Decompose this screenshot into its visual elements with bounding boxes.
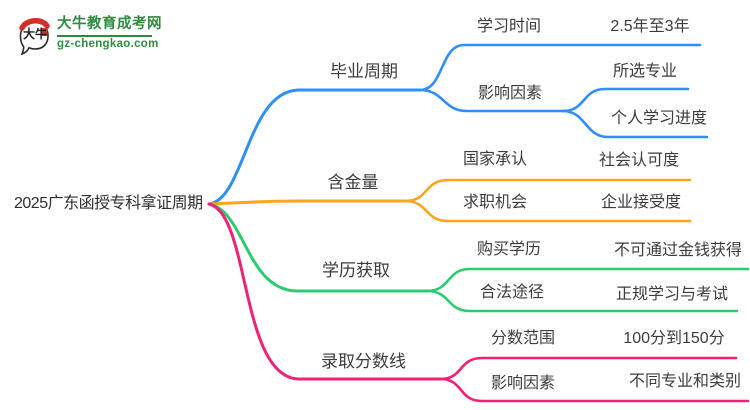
site-url: gz-chengkao.com: [57, 38, 159, 50]
site-name: 大牛教育成考网: [57, 16, 162, 32]
leaf-not-purchasable: 不可通过金钱获得: [613, 242, 742, 259]
branch-value: 含金量: [327, 173, 379, 192]
connector-state-recognition: [403, 178, 692, 203]
connector-influence-factors: [418, 88, 565, 113]
connector-value-trunk: [207, 199, 407, 206]
node-state-recognition: 国家承认: [462, 151, 527, 168]
branch-degree-acquisition: 学历获取: [322, 261, 390, 280]
leaf-social-recognition: 社会认可度: [598, 152, 679, 169]
connector-score-range: [438, 356, 738, 381]
connector-score-trunk: [207, 202, 442, 381]
node-score-range: 分数范围: [490, 330, 555, 347]
leaf-study-duration: 2.5年至3年: [610, 18, 690, 35]
leaf-major-category: 不同专业和类别: [628, 373, 741, 390]
node-job-opportunities: 求职机会: [462, 194, 527, 211]
leaf-score-100-150: 100分到150分: [623, 330, 725, 347]
leaf-chosen-major: 所选专业: [612, 63, 677, 80]
connector-chosen-major: [561, 87, 690, 113]
leaf-personal-progress: 个人学习进度: [610, 110, 707, 127]
bull-logo-icon: 大牛: [19, 18, 50, 56]
mindmap-root-title: 2025广东函授专科拿证周期: [14, 195, 203, 212]
connector-graduation-trunk: [207, 88, 422, 206]
leaf-formal-study-exam: 正规学习与考试: [615, 286, 728, 303]
node-legal-route: 合法途径: [479, 284, 544, 301]
branch-graduation-cycle: 毕业周期: [330, 62, 398, 81]
connector-influence-factors-2: [438, 377, 750, 403]
leaf-employer-acceptance: 企业接受度: [600, 194, 681, 211]
node-influence-factors-2: 影响因素: [490, 375, 555, 392]
site-logo[interactable]: 大牛 大牛教育成考网 gz-chengkao.com: [18, 15, 162, 57]
connector-job-opportunities: [403, 199, 692, 223]
logo-icon-text: 大牛: [23, 26, 47, 41]
connector-degree-trunk: [207, 202, 429, 293]
connector-legal-route: [425, 289, 739, 313]
node-study-time: 学习时间: [477, 18, 542, 35]
branch-admission-score: 录取分数线: [321, 352, 406, 371]
connector-personal-progress: [561, 109, 709, 139]
logo-divider: [57, 35, 152, 37]
node-influence-factors: 影响因素: [478, 85, 543, 102]
node-buying-degree: 购买学历: [476, 241, 541, 258]
connector-study-time: [418, 43, 702, 92]
connector-buying-degree: [425, 267, 750, 293]
